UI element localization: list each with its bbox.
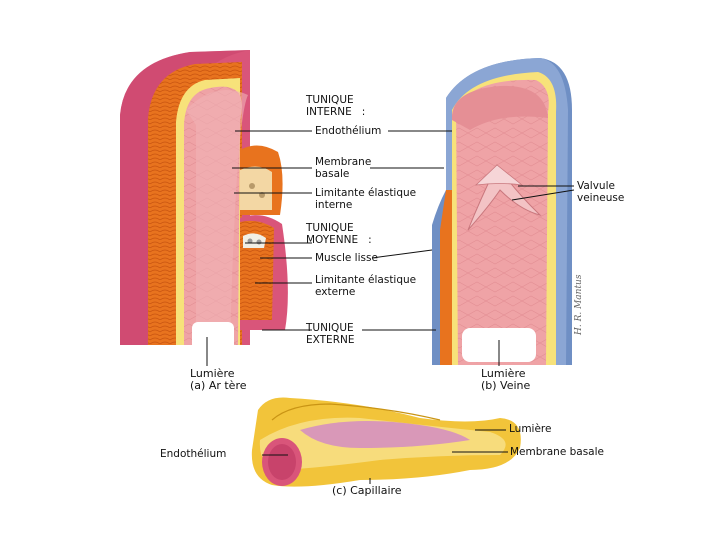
label-muscle-lisse: Muscle lisse [315, 253, 378, 265]
label-limitante-externe: Limitante élastique externe [315, 275, 416, 298]
label-limitante-interne: Limitante élastique interne [315, 188, 416, 211]
label-valvule-veineuse: Valvule veineuse [577, 181, 624, 204]
artery-illustration [120, 50, 288, 354]
vein-illustration [432, 58, 572, 365]
label-endothelium: Endothélium [315, 126, 381, 138]
artery-lumen-opening [192, 322, 234, 354]
label-tunique-interne: TUNIQUE INTERNE : [306, 95, 365, 118]
label-membrane-basale: Membrane basale [315, 157, 371, 180]
label-lumiere-capillaire: Lumière [509, 424, 551, 436]
capillary-illustration [252, 398, 521, 487]
label-lumiere-veine: Lumière (b) Veine [481, 368, 530, 392]
label-membrane-basale-capillaire: Membrane basale [510, 447, 604, 459]
label-lumiere-artere: Lumière (a) Ar tère [190, 368, 247, 392]
label-capillaire: (c) Capillaire [332, 485, 402, 497]
label-tunique-externe: TUNIQUE EXTERNE [306, 323, 354, 346]
label-tunique-moyenne: TUNIQUE MOYENNE : [306, 223, 372, 246]
artist-signature: H. R. Mantus [574, 275, 584, 335]
label-endothelium-capillaire: Endothélium [160, 449, 226, 461]
